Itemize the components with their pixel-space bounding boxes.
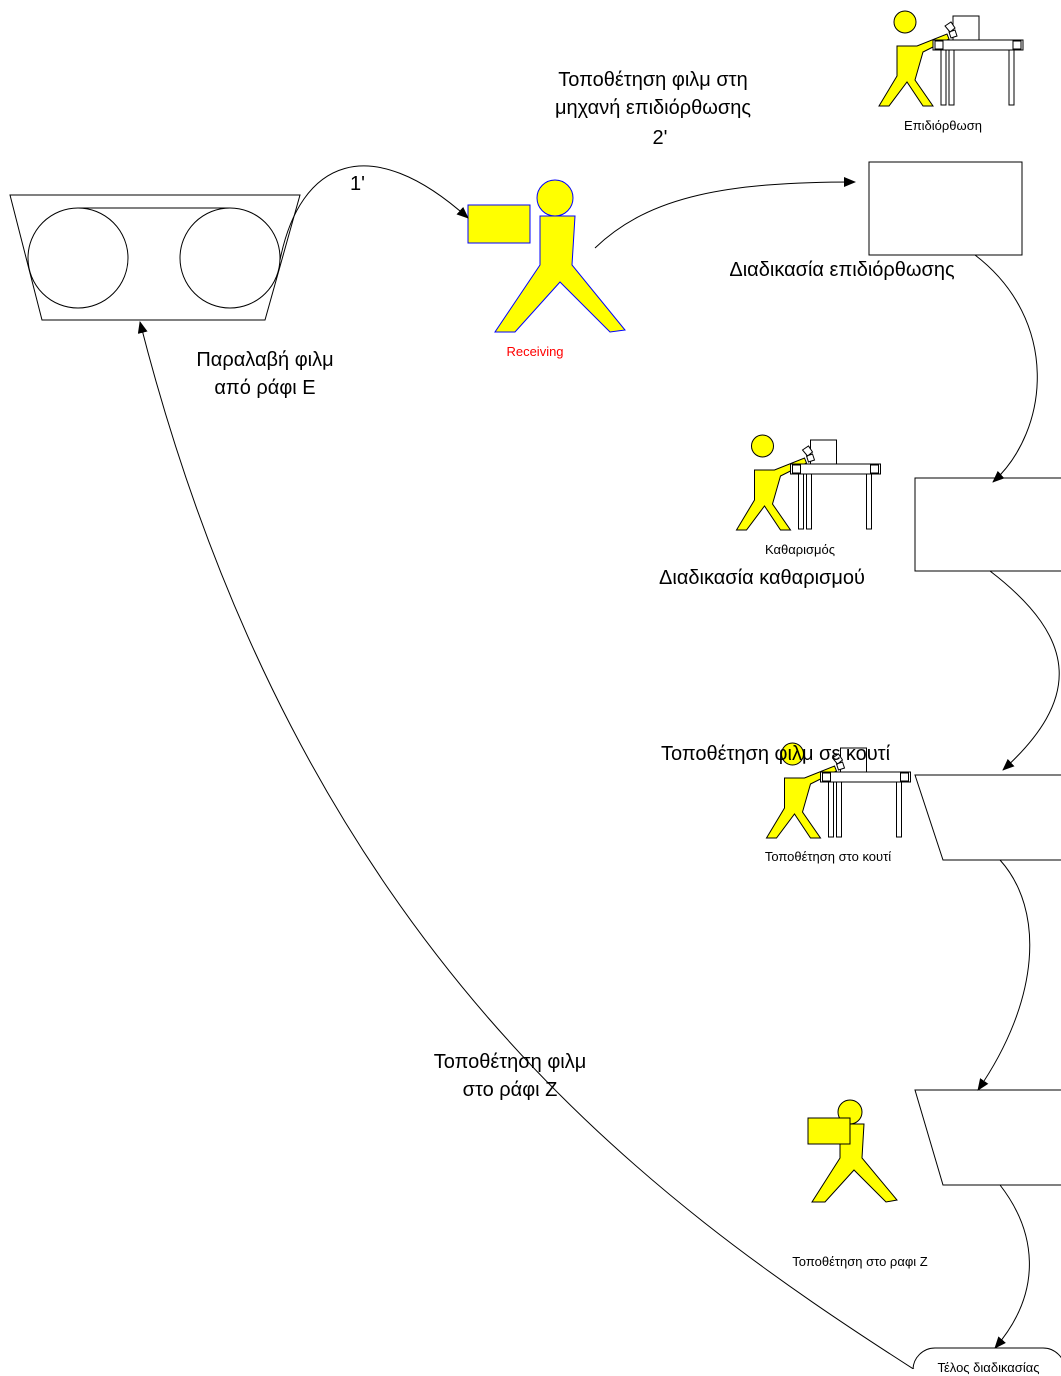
- repair-process-label: Διαδικασία επιδιόρθωσης: [729, 259, 955, 281]
- repair-worker-label: Επιδιόρθωση: [904, 118, 982, 133]
- place-on-repair-machine-label-line1: Τοποθέτηση φιλμ στη: [558, 69, 748, 91]
- repair-process-box: [868, 161, 1023, 256]
- end-terminal: [912, 1347, 1061, 1369]
- place-in-box-label: Τοποθέτηση φιλμ σε κουτί: [660, 743, 891, 765]
- place-on-shelf-label-line2: στο ράφι Ζ: [462, 1079, 558, 1101]
- step-2-label: 2': [652, 127, 668, 149]
- shelf-worker-label: Τοποθέτηση στο ραφι Ζ: [792, 1254, 928, 1269]
- shelf-trapezoid: [914, 1089, 1061, 1186]
- step-1-label: 1': [350, 173, 365, 195]
- flow-arrows: [137, 165, 1060, 1369]
- receiving-label: Receiving: [506, 344, 564, 359]
- cleaning-process-label: Διαδικασία καθαρισμού: [659, 567, 865, 589]
- place-on-shelf-label-line1: Τοποθέτηση φιλμ: [433, 1051, 587, 1073]
- person-at-conveyor-icon: [878, 10, 1024, 107]
- box-trapezoid: [914, 774, 1061, 861]
- receive-film-label-line1: Παραλαβή φιλμ: [196, 349, 334, 371]
- receive-film-label-line2: από ράφι Ε: [214, 377, 316, 399]
- film-reels-icon: [9, 194, 301, 321]
- cleaning-process-box: [914, 477, 1061, 572]
- cleaning-worker-label: Καθαρισμός: [764, 542, 836, 557]
- end-of-process-label: Τέλος διαδικασίας: [937, 1360, 1040, 1375]
- person-carrying-box-icon: [807, 1099, 898, 1203]
- person-at-conveyor-icon: [735, 434, 882, 531]
- place-on-repair-machine-label-line2: μηχανή επιδιόρθωσης: [555, 97, 751, 119]
- person-carrying-box-icon: [467, 179, 626, 333]
- box-worker-label: Τοποθέτηση στο κουτί: [764, 849, 892, 864]
